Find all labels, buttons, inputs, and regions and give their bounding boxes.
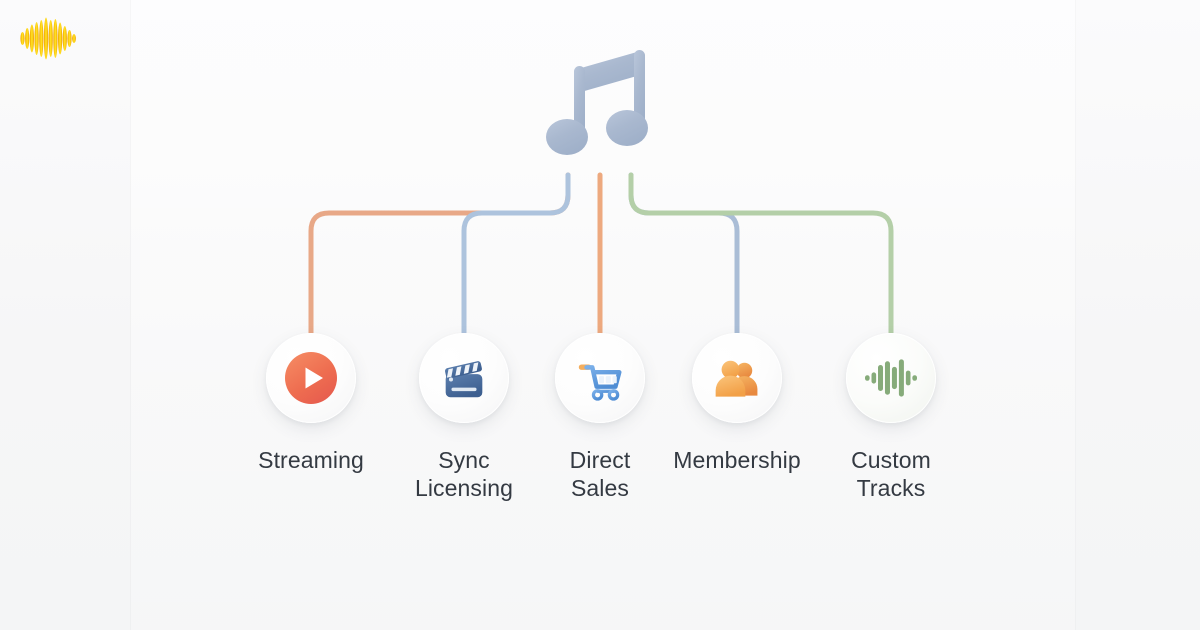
shopping-cart-icon bbox=[555, 333, 645, 423]
node-membership[interactable] bbox=[692, 333, 782, 423]
users-icon bbox=[692, 333, 782, 423]
node-streaming[interactable] bbox=[266, 333, 356, 423]
clapperboard-icon bbox=[419, 333, 509, 423]
audio-waveform-icon bbox=[846, 333, 936, 423]
connector-custom bbox=[628, 172, 894, 339]
node-custom-tracks[interactable] bbox=[846, 333, 936, 423]
connector-sync bbox=[461, 172, 571, 339]
music-note-icon bbox=[540, 40, 660, 165]
node-sync-licensing[interactable] bbox=[419, 333, 509, 423]
label-custom-tracks: Custom Tracks bbox=[851, 447, 931, 501]
label-sync-licensing: Sync Licensing bbox=[414, 447, 514, 501]
connector-membership bbox=[628, 172, 740, 339]
panel-edge-right bbox=[1075, 0, 1076, 630]
label-direct-sales: Direct Sales bbox=[569, 447, 631, 501]
label-streaming: Streaming bbox=[258, 447, 364, 473]
node-direct-sales[interactable] bbox=[555, 333, 645, 423]
panel-edge-left bbox=[130, 0, 131, 630]
label-membership: Membership bbox=[673, 447, 801, 473]
play-circle-icon bbox=[266, 333, 356, 423]
node-disc bbox=[846, 333, 936, 423]
sound-burst-logo-icon[interactable] bbox=[17, 16, 79, 61]
connector-streaming bbox=[308, 172, 571, 339]
